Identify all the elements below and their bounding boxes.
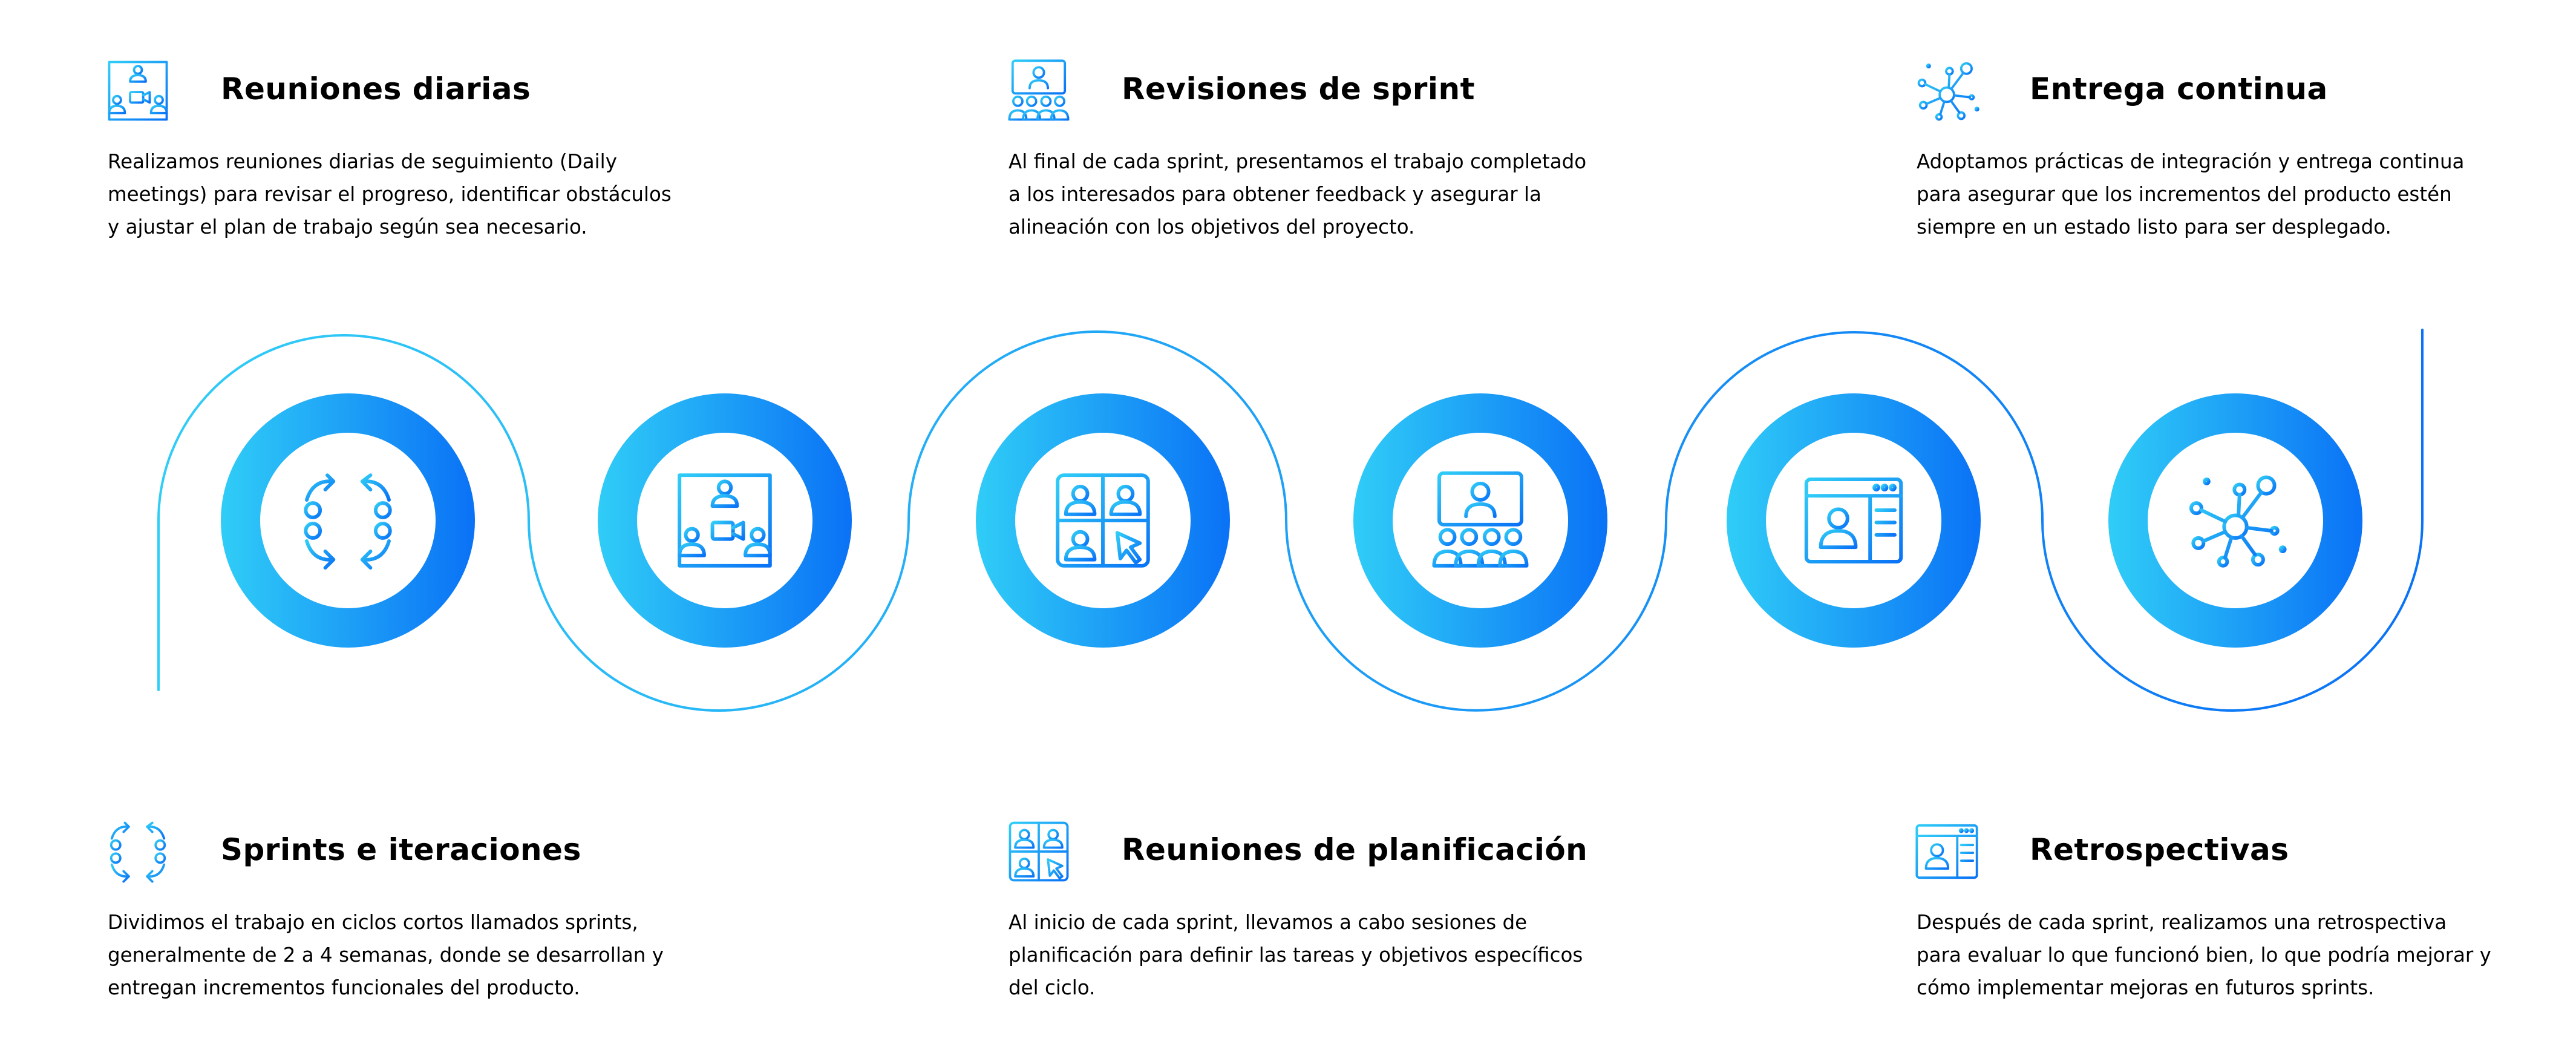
card-description: Dividimos el trabajo en ciclos cortos ll… <box>108 911 664 999</box>
card-title: Reuniones de planificación <box>1122 832 1588 867</box>
card-description: Adoptamos prácticas de integración y ent… <box>1917 150 2465 238</box>
card-sprints-iterations: Sprints e iteraciones Dividimos el traba… <box>44 779 727 1023</box>
video-grid-icon <box>1051 469 1154 572</box>
ring-inner <box>1393 433 1568 608</box>
timeline-step-daily-meetings <box>598 393 852 648</box>
timeline-step-planning <box>976 393 1230 648</box>
video-meeting-icon <box>105 58 171 123</box>
network-nodes-icon <box>2184 469 2287 572</box>
ring-inner <box>1766 433 1941 608</box>
card-description: Realizamos reuniones diarias de seguimie… <box>108 150 672 238</box>
card-title: Reuniones diarias <box>221 71 531 107</box>
card-description: Después de cada sprint, realizamos una r… <box>1917 911 2491 999</box>
card-sprint-reviews: Revisiones de sprint Al final de cada sp… <box>944 18 1628 263</box>
browser-profile-icon <box>1802 469 1905 572</box>
ring-inner <box>260 433 436 608</box>
card-title: Sprints e iteraciones <box>221 832 581 867</box>
card-daily-meetings: Reuniones diarias Realizamos reuniones d… <box>44 18 727 263</box>
presentation-audience-icon <box>1006 58 1071 123</box>
card-title: Retrospectivas <box>2030 832 2289 867</box>
cycle-arrows-icon <box>105 819 171 884</box>
card-planning-meetings: Reuniones de planificación Al inicio de … <box>944 779 1628 1023</box>
timeline-step-retrospectives <box>1727 393 1981 648</box>
card-description: Al inicio de cada sprint, llevamos a cab… <box>1008 911 1583 999</box>
cycle-arrows-icon <box>296 469 399 572</box>
video-grid-icon <box>1006 819 1071 884</box>
card-continuous-delivery: Entrega continua Adoptamos prácticas de … <box>1852 18 2536 263</box>
timeline-step-sprints <box>221 393 475 648</box>
timeline-step-continuous-delivery <box>2108 393 2362 648</box>
network-nodes-icon <box>1914 58 1979 123</box>
presentation-audience-icon <box>1429 469 1532 572</box>
card-title: Entrega continua <box>2030 71 2328 107</box>
timeline-step-sprint-reviews <box>1353 393 1607 648</box>
browser-profile-icon <box>1914 819 1979 884</box>
card-description: Al final de cada sprint, presentamos el … <box>1008 150 1587 238</box>
video-meeting-icon <box>673 469 776 572</box>
card-retrospectives: Retrospectivas Después de cada sprint, r… <box>1852 779 2536 1023</box>
ring-inner <box>637 433 812 608</box>
card-title: Revisiones de sprint <box>1122 71 1476 107</box>
ring-inner <box>2148 433 2323 608</box>
